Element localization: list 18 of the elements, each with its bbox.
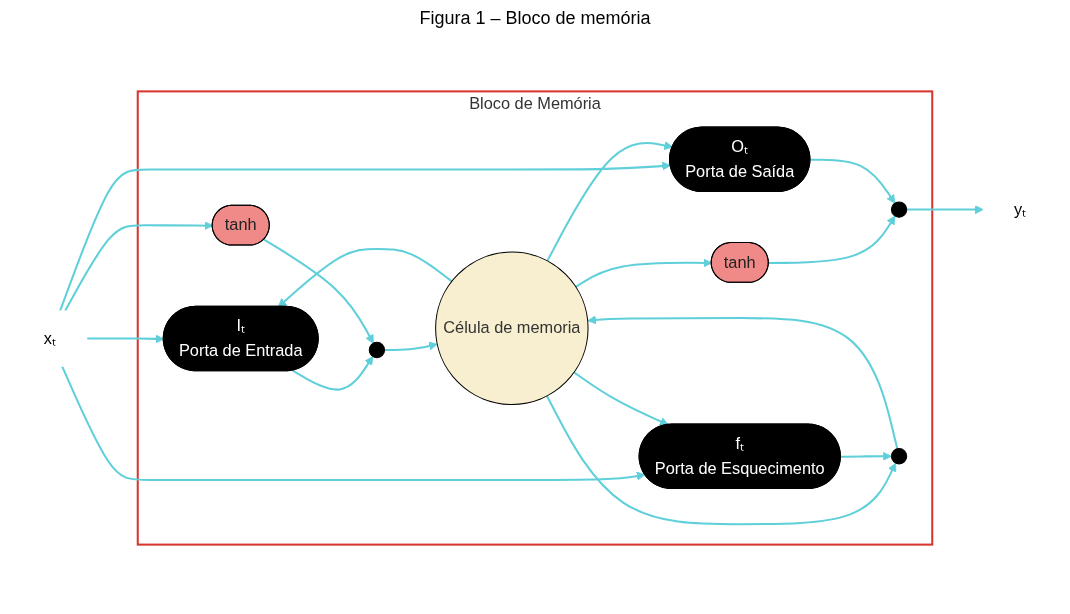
figure-title: Figura 1 – Bloco de memória xyxy=(418,8,652,29)
arrow xyxy=(61,365,646,482)
arrow xyxy=(768,215,896,264)
arrow xyxy=(587,315,899,450)
arrow xyxy=(277,247,453,308)
node-text: yₜ xyxy=(1013,200,1027,218)
node-circle: Célula de memoria xyxy=(435,251,589,406)
arrow xyxy=(840,451,892,461)
arrow xyxy=(384,341,438,351)
arrow xyxy=(906,205,984,215)
node-text: xₜ xyxy=(43,329,57,347)
arrow xyxy=(546,141,674,262)
arrow xyxy=(810,158,896,204)
arrow xyxy=(573,371,669,426)
arrow xyxy=(546,395,897,526)
arrow xyxy=(292,356,374,391)
arrow xyxy=(59,161,671,312)
arrow xyxy=(263,238,374,344)
